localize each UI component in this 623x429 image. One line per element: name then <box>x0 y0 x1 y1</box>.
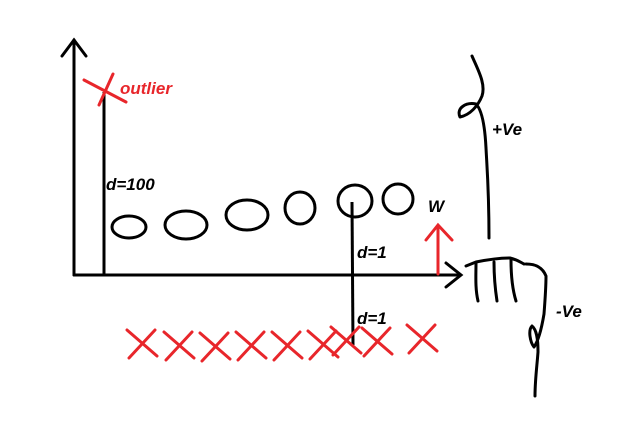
outlier-distance-label: d=100 <box>106 175 155 194</box>
w-arrow <box>424 222 454 276</box>
negative-points <box>125 323 439 363</box>
circle-point <box>283 190 317 226</box>
margin-distance-label-lower: d=1 <box>357 309 387 328</box>
circle-point <box>381 182 415 216</box>
circle-point <box>336 183 374 219</box>
y-axis-arrowhead <box>60 37 88 58</box>
axes <box>60 37 464 289</box>
class-symbol-drawing <box>457 54 548 398</box>
w-vector-label: W <box>428 197 445 216</box>
positive-class-label: +Ve <box>492 120 523 139</box>
cross-point <box>329 325 363 357</box>
circle-point <box>110 214 148 240</box>
cross-point <box>360 326 394 358</box>
circle-point <box>224 198 270 232</box>
cross-point <box>270 330 304 362</box>
outlier-label: outlier <box>120 79 172 98</box>
cross-point <box>125 328 159 360</box>
outlier-cross-marker <box>82 72 128 107</box>
cross-point <box>234 330 268 362</box>
cross-point <box>306 329 340 361</box>
x-axis-arrowhead <box>444 261 464 289</box>
cross-point <box>162 330 196 362</box>
circle-point <box>163 209 209 241</box>
cross-point <box>405 323 439 355</box>
cross-point <box>198 331 232 363</box>
margin-distance-line <box>350 201 355 346</box>
positive-points <box>110 182 415 241</box>
margin-distance-label-upper: d=1 <box>357 243 387 262</box>
negative-class-label: -Ve <box>556 302 582 321</box>
